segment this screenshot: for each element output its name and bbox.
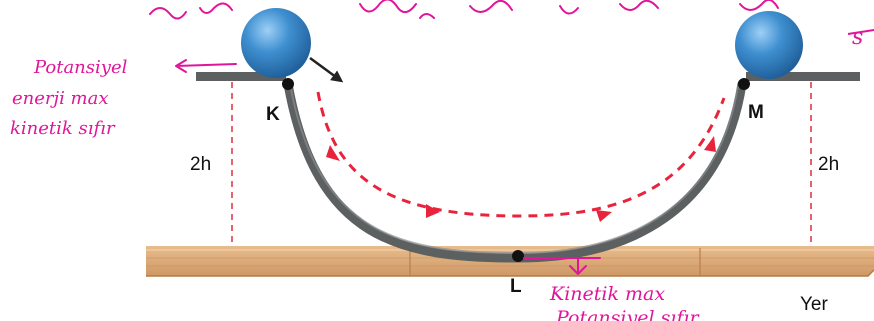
ball-right <box>735 11 803 79</box>
arrowhead-3 <box>596 210 612 222</box>
annotation-fragment-s: s <box>852 25 863 50</box>
point-k-dot <box>282 78 294 90</box>
annotation-kinetic-zero: kinetik sıfır <box>10 118 116 139</box>
left-platform <box>196 72 286 81</box>
motion-path-arrow <box>316 91 726 218</box>
right-platform <box>746 72 860 81</box>
height-label-right: 2h <box>818 154 839 175</box>
annotation-energy-max: enerji max <box>12 88 109 109</box>
label-m: M <box>748 102 764 123</box>
annotation-arrow-bottom <box>523 257 601 276</box>
label-k: K <box>266 104 280 125</box>
arrowhead-4 <box>704 136 716 152</box>
label-l: L <box>510 276 522 297</box>
annotation-arrow-left <box>175 59 237 73</box>
fragment-underline <box>847 29 874 35</box>
arrowhead-1 <box>326 145 340 161</box>
initial-direction-arrow <box>309 56 344 83</box>
point-m-dot <box>738 78 750 90</box>
height-label-left: 2h <box>190 154 211 175</box>
annotation-potential-zero: Potansiyel sıfır <box>555 307 701 321</box>
arrowhead-2 <box>426 204 440 218</box>
curved-track <box>283 79 747 263</box>
annotation-kinetic-max: Kinetik max <box>549 283 665 305</box>
handwriting-scribble-top <box>149 0 779 20</box>
ground-label: Yer <box>800 294 828 315</box>
annotation-potential-max: Potansiyel <box>33 57 128 78</box>
ball-left <box>241 8 311 78</box>
point-l-dot <box>512 250 524 262</box>
